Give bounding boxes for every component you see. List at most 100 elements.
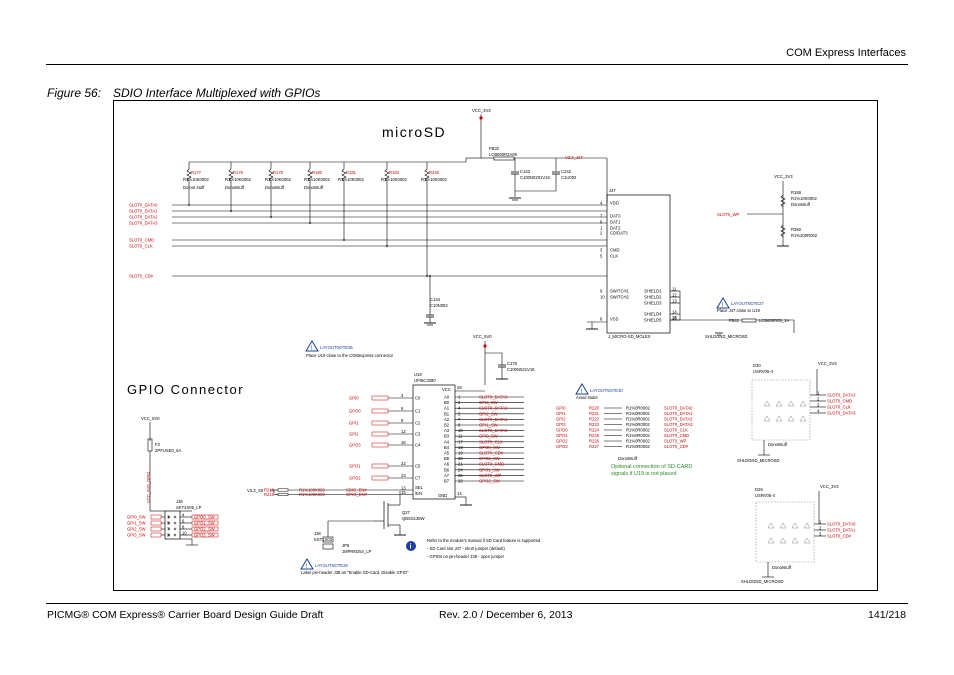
pullup-ref: R182: [389, 170, 400, 175]
u19-gnd-pin: 14: [457, 491, 462, 496]
mux-right-net: GPI0_SW: [479, 434, 498, 439]
resistor: [268, 168, 274, 182]
mux-right-pin: 7: [458, 417, 461, 422]
c143-ref: C143: [520, 169, 531, 174]
j47-pin-name: CLK: [610, 254, 618, 259]
sd-net-label: SLOT0_CMD: [129, 238, 154, 243]
tvs-diode: [799, 415, 807, 422]
mux-left-pin: 6: [401, 406, 404, 411]
mux-right-name: B7: [444, 479, 450, 484]
note28-text: Label pin-header J38 as "Enable SD-Card,…: [301, 570, 409, 575]
j47-shield-name: SHIELD5: [644, 318, 662, 323]
mux-right-net: SLOT0_DATA3: [479, 395, 508, 400]
mux-left-name: C3: [415, 432, 421, 437]
v33-j47-label: V3.3_J47: [565, 155, 583, 160]
tvs-diode: [799, 400, 807, 407]
svg-text:!: !: [581, 389, 583, 395]
r159-val: R1%10K0002: [791, 196, 818, 201]
j36-pin: 10: [182, 531, 187, 536]
series-net: SLOT0_CLK: [664, 428, 688, 433]
j47-shield-name: SHIELD4: [644, 312, 662, 317]
tvs-diode: [791, 537, 799, 544]
c143-val: C100N0201V16: [520, 175, 550, 180]
tvs-diode: [767, 537, 775, 544]
mux-right-net: GPI2_SW: [479, 411, 498, 416]
tvs-diode: [767, 522, 775, 529]
mux-right-net: GPO3_SW: [479, 456, 500, 461]
mux-right-name: A4: [444, 439, 450, 444]
resistor: [186, 168, 192, 182]
j47-pin-num: 7: [600, 214, 603, 219]
fb32-ref: FB32: [489, 146, 500, 151]
warning-icon: [716, 297, 730, 309]
series-gpio: GPO1: [556, 433, 568, 438]
d30-net: SLOT0_CLK: [827, 405, 851, 410]
mux-left-pin: 22: [401, 461, 406, 466]
sd-net-label: SLOT0_DATA0: [129, 203, 158, 208]
d30-pin: 4: [817, 409, 820, 414]
resistor: [384, 168, 390, 182]
mux-right-name: B4: [444, 445, 450, 450]
j36-body: [164, 510, 181, 540]
mux-right-name: B3: [444, 434, 450, 439]
mux-right-pin: 5: [458, 411, 461, 416]
fb41-val: LCB600R05_1A: [759, 318, 789, 323]
j47-shield-name: SHIELD1: [644, 289, 662, 294]
mux-right-pin: 1: [458, 395, 461, 400]
j47-pin-name: SWITCH2: [610, 295, 630, 300]
sel-pin: 13: [401, 486, 406, 491]
footer-mid: Rev. 2.0 / December 6, 2013: [439, 609, 573, 621]
svg-text:!: !: [311, 346, 313, 352]
info-icon: [406, 541, 416, 551]
svg-text:!: !: [306, 564, 308, 570]
net-tag: [371, 431, 389, 437]
sel-pin: 15: [401, 490, 406, 495]
net-tag: [371, 475, 389, 481]
j47-pin-name: DAT2: [610, 226, 621, 231]
sd-net-label: SLOT0_CD#: [129, 274, 154, 279]
series-ref: R224: [589, 428, 600, 433]
tvs-diode: [787, 415, 795, 422]
d30-pin: 2: [817, 397, 820, 402]
net-tag: [371, 420, 389, 426]
pullup-val: R1%10K0002: [304, 177, 331, 182]
j36-left-net: GPI2_SW: [127, 527, 146, 532]
vcc-3v3-d29: VCC_3V3: [820, 484, 839, 489]
pullup-val: R1%10K0002: [338, 177, 365, 182]
j36-right-net: GPO2_SW: [194, 527, 215, 532]
mux-left-name: C2: [415, 421, 421, 426]
c144-val: C10N002: [430, 303, 448, 308]
mux-right-name: A1: [444, 406, 450, 411]
j36-pin: 3: [167, 515, 170, 520]
series-net: SLOT0_WP: [664, 439, 687, 444]
j47-pin-num: 6: [600, 317, 603, 322]
mux-right-net: SLOT0_CD#: [479, 451, 504, 456]
sel-ref: R218: [264, 488, 275, 493]
optional-text-2: signals if U19 is not placed: [611, 471, 676, 477]
sd-net-wires: SLOT0_DATA0SLOT0_DATA1SLOT0_DATA2SLOT0_D…: [129, 203, 607, 292]
vcc-5v0-u19: VCC_5V0: [473, 334, 492, 339]
pullup-note: Donotstuff: [225, 185, 245, 190]
pullup-val: R1%10K0002: [225, 177, 252, 182]
net-tag: [191, 514, 219, 520]
tvs-diode: [763, 415, 771, 422]
mux-right-name: B6: [444, 467, 450, 472]
r159-resistor: [780, 194, 786, 208]
sel-resistor: [277, 488, 289, 492]
jp5-ref: JP5: [342, 543, 350, 548]
d30-body: [751, 379, 811, 441]
j36-right-net: GPO0_SW: [194, 515, 215, 520]
mux-right-pin: 4: [458, 406, 461, 411]
series-net: SLOT0_DATA3: [664, 422, 693, 427]
series-gpio: GPI2: [556, 417, 566, 422]
series-ref: R223: [589, 422, 600, 427]
mux-right-pin: 21: [458, 462, 463, 467]
j47-shield-num: 12: [672, 293, 677, 298]
sel-ref: R219: [264, 492, 275, 497]
mux-left-pin: 9: [401, 418, 404, 423]
